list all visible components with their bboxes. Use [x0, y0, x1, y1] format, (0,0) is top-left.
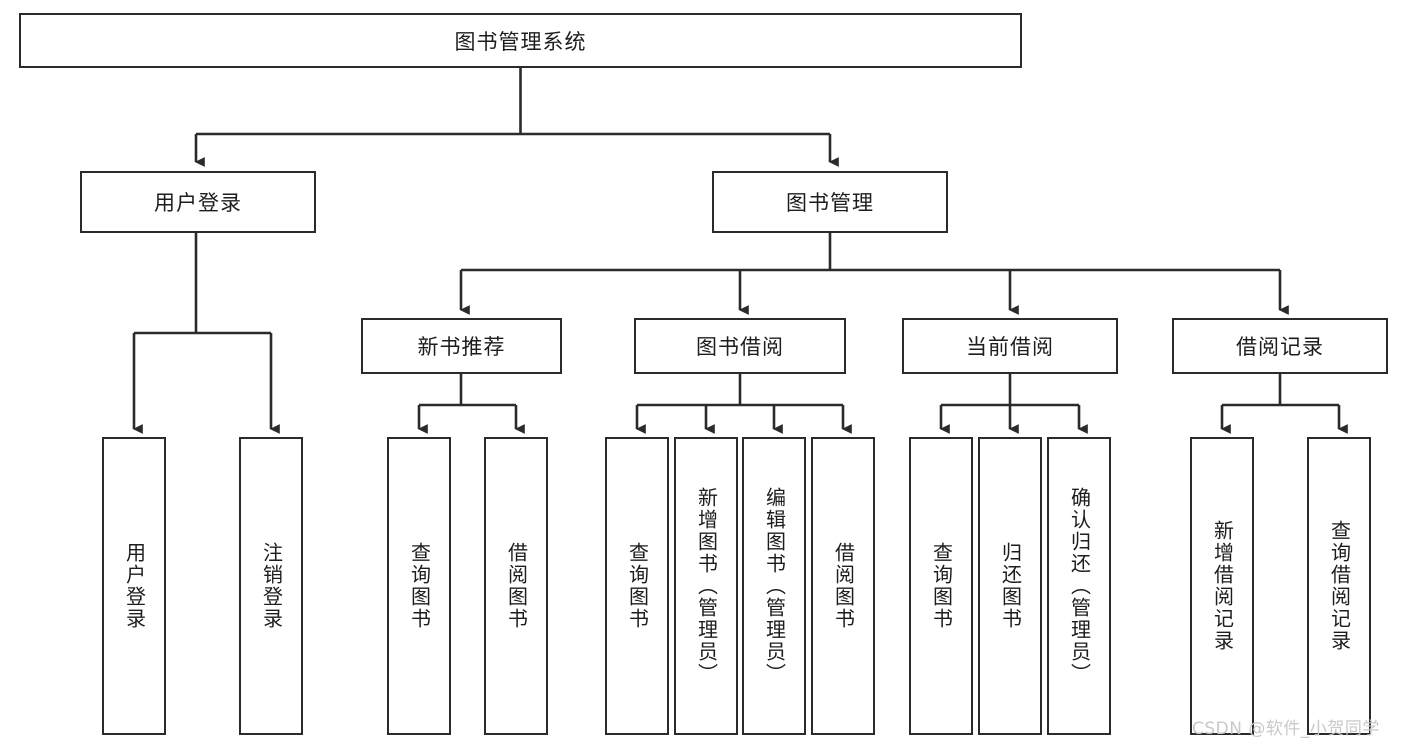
- node-root[interactable]: 图书管理系统: [19, 13, 1022, 68]
- leaf-nb-borrow-book-label: 借阅图书: [504, 542, 529, 630]
- leaf-cb-confirm-return[interactable]: 确认归还（管理员）: [1047, 437, 1111, 735]
- leaf-user-login[interactable]: 用户登录: [102, 437, 166, 735]
- leaf-cb-query-book[interactable]: 查询图书: [909, 437, 973, 735]
- leaf-user-login-label: 用户登录: [122, 542, 147, 630]
- node-new-book-recommend[interactable]: 新书推荐: [361, 318, 562, 374]
- leaf-br-query-record-label: 查询借阅记录: [1327, 520, 1352, 652]
- leaf-bb-borrow-book-label: 借阅图书: [831, 542, 856, 630]
- leaf-logout[interactable]: 注销登录: [239, 437, 303, 735]
- leaf-nb-borrow-book[interactable]: 借阅图书: [484, 437, 548, 735]
- leaf-cb-return-book-label: 归还图书: [998, 542, 1023, 630]
- leaf-nb-query-book[interactable]: 查询图书: [387, 437, 451, 735]
- node-new-book-recommend-label: 新书推荐: [417, 335, 506, 359]
- node-book-borrow[interactable]: 图书借阅: [634, 318, 846, 374]
- node-borrow-record[interactable]: 借阅记录: [1172, 318, 1388, 374]
- node-user-login[interactable]: 用户登录: [80, 171, 316, 233]
- csdn-watermark: CSDN @软件_小贺同学: [1192, 719, 1380, 739]
- leaf-bb-edit-book[interactable]: 编辑图书（管理员）: [742, 437, 806, 735]
- leaf-br-query-record[interactable]: 查询借阅记录: [1307, 437, 1371, 735]
- node-book-borrow-label: 图书借阅: [696, 335, 784, 359]
- node-book-management[interactable]: 图书管理: [712, 171, 948, 233]
- node-current-borrow-label: 当前借阅: [966, 335, 1054, 359]
- leaf-nb-query-book-label: 查询图书: [407, 542, 432, 630]
- node-borrow-record-label: 借阅记录: [1236, 335, 1324, 359]
- leaf-bb-add-book[interactable]: 新增图书（管理员）: [674, 437, 738, 735]
- leaf-br-add-record-label: 新增借阅记录: [1210, 520, 1235, 652]
- leaf-cb-confirm-return-label: 确认归还（管理员）: [1067, 487, 1092, 685]
- node-current-borrow[interactable]: 当前借阅: [902, 318, 1118, 374]
- leaf-bb-query-book[interactable]: 查询图书: [605, 437, 669, 735]
- node-root-label: 图书管理系统: [454, 29, 587, 54]
- leaf-br-add-record[interactable]: 新增借阅记录: [1190, 437, 1254, 735]
- leaf-bb-borrow-book[interactable]: 借阅图书: [811, 437, 875, 735]
- leaf-cb-query-book-label: 查询图书: [929, 542, 954, 630]
- node-user-login-label: 用户登录: [154, 191, 242, 215]
- leaf-logout-label: 注销登录: [259, 542, 284, 630]
- leaf-bb-add-book-label: 新增图书（管理员）: [694, 487, 719, 685]
- leaf-bb-edit-book-label: 编辑图书（管理员）: [762, 487, 787, 685]
- leaf-cb-return-book[interactable]: 归还图书: [978, 437, 1042, 735]
- node-book-management-label: 图书管理: [786, 191, 874, 215]
- leaf-bb-query-book-label: 查询图书: [625, 542, 650, 630]
